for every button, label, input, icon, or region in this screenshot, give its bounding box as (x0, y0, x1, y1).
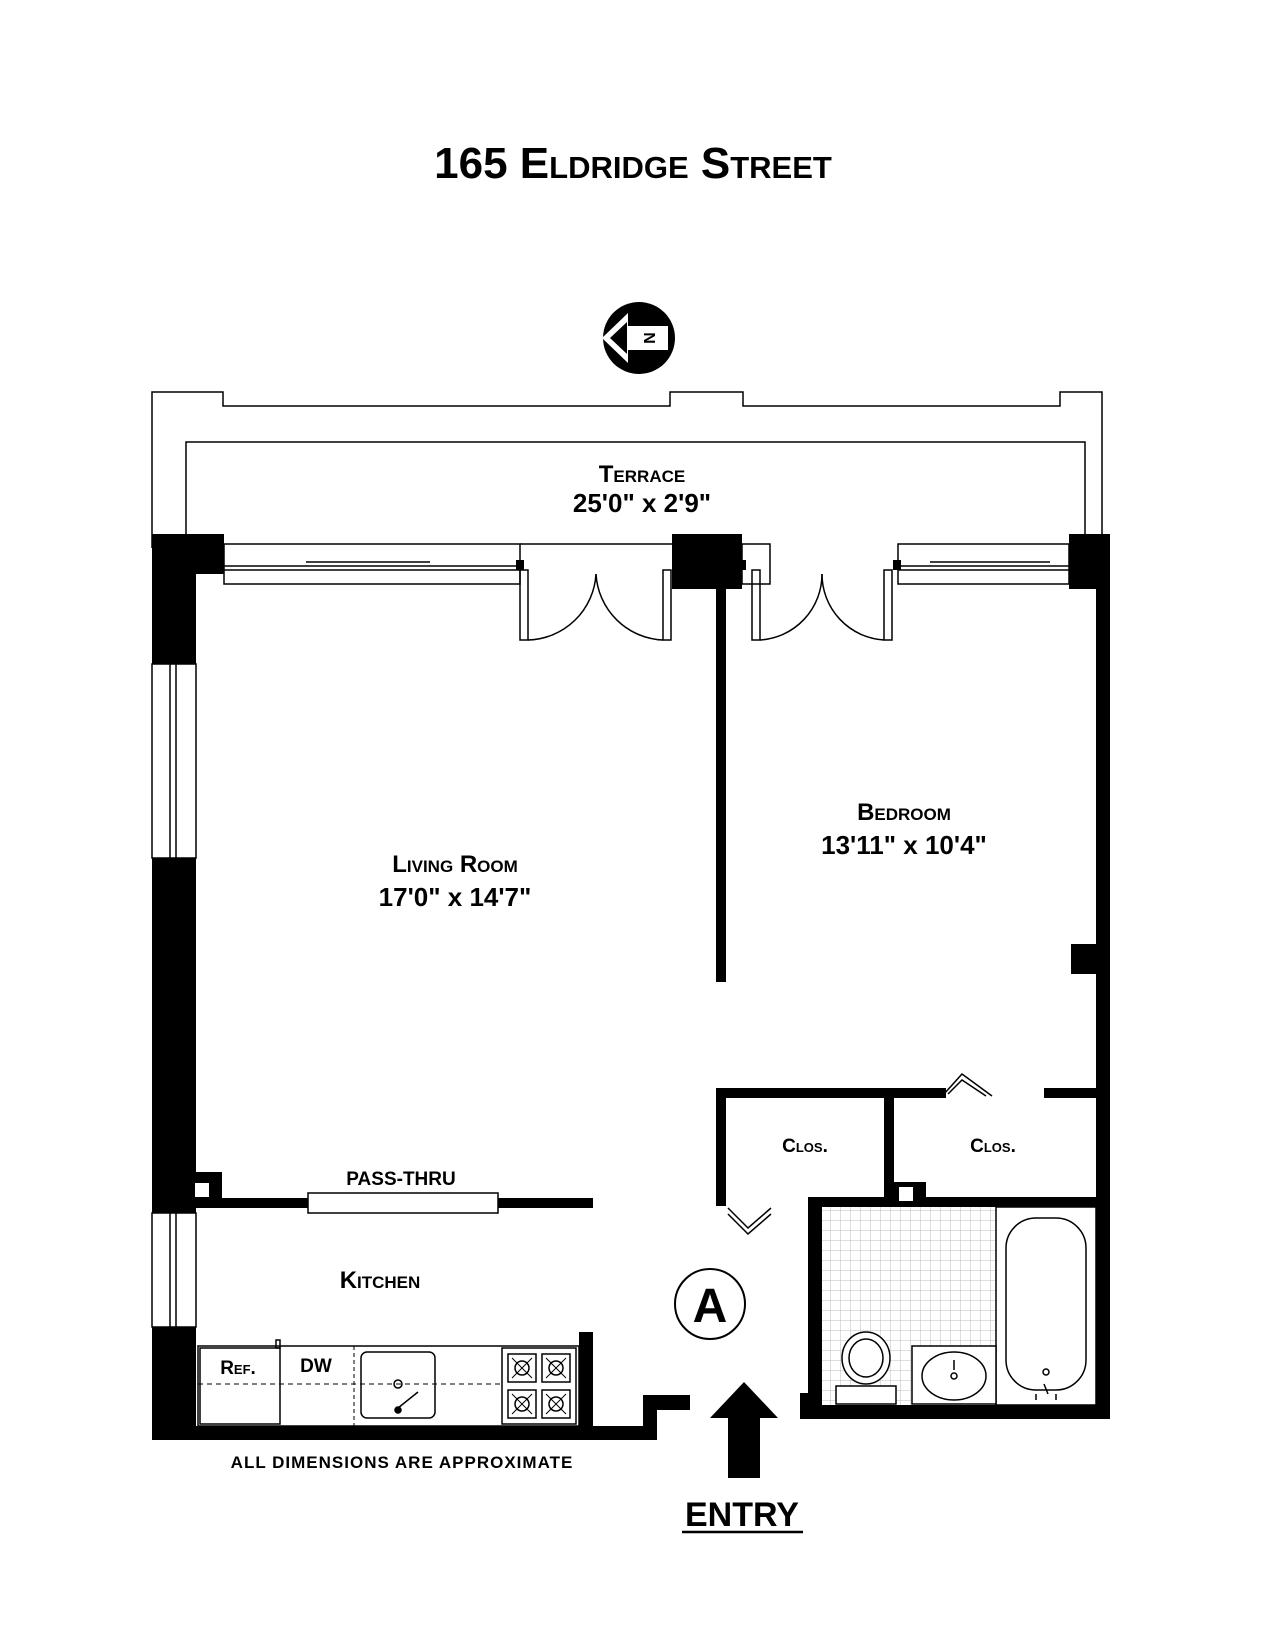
interior-walls (188, 589, 1098, 1440)
closet-2-label: Clos. (970, 1136, 1016, 1157)
unit-label: A (693, 1280, 728, 1333)
pass-thru-label: PASS-THRU (346, 1169, 455, 1190)
bedroom-french-doors (751, 569, 893, 641)
terrace-label: Terrace (599, 461, 685, 488)
north-compass-icon: N (602, 302, 675, 374)
dishwasher-label: DW (300, 1356, 332, 1377)
left-windows (151, 663, 197, 1328)
bathtub-icon (995, 1206, 1097, 1406)
kitchen-counter (197, 1345, 580, 1427)
bedroom-dims: 13'11" x 10'4" (821, 830, 987, 860)
dimensions-footnote: ALL DIMENSIONS ARE APPROXIMATE (231, 1453, 574, 1472)
column-pocket (195, 1183, 209, 1197)
exterior-walls (152, 534, 1110, 1440)
entry-arrow-icon (710, 1382, 778, 1478)
kitchen-label: Kitchen (340, 1267, 421, 1294)
living-room-label: Living Room (392, 851, 518, 878)
closet-pocket (899, 1187, 913, 1201)
living-room-dims: 17'0" x 14'7" (379, 882, 532, 912)
bathroom-sink-icon (911, 1345, 997, 1405)
closet-1-label: Clos. (782, 1136, 828, 1157)
refrigerator (199, 1339, 281, 1425)
stove-icon (501, 1347, 577, 1425)
living-room-french-doors (519, 569, 672, 641)
kitchen-sink-icon (360, 1351, 436, 1419)
closet-doors (727, 1072, 993, 1236)
bedroom-label: Bedroom (857, 799, 951, 826)
toilet-icon (835, 1331, 897, 1405)
compass-north-label: N (640, 332, 657, 344)
top-windows (223, 543, 1070, 585)
unit-marker: A (674, 1268, 746, 1340)
plan-title: 165 Eldridge Street (434, 139, 832, 188)
terrace-dims: 25'0" x 2'9" (573, 488, 711, 518)
entry-label: ENTRY (685, 1496, 799, 1534)
window-joints (216, 560, 901, 570)
terrace-outline (151, 391, 1103, 548)
pass-thru-counter (307, 1192, 499, 1214)
refrigerator-label: Ref. (220, 1358, 256, 1379)
